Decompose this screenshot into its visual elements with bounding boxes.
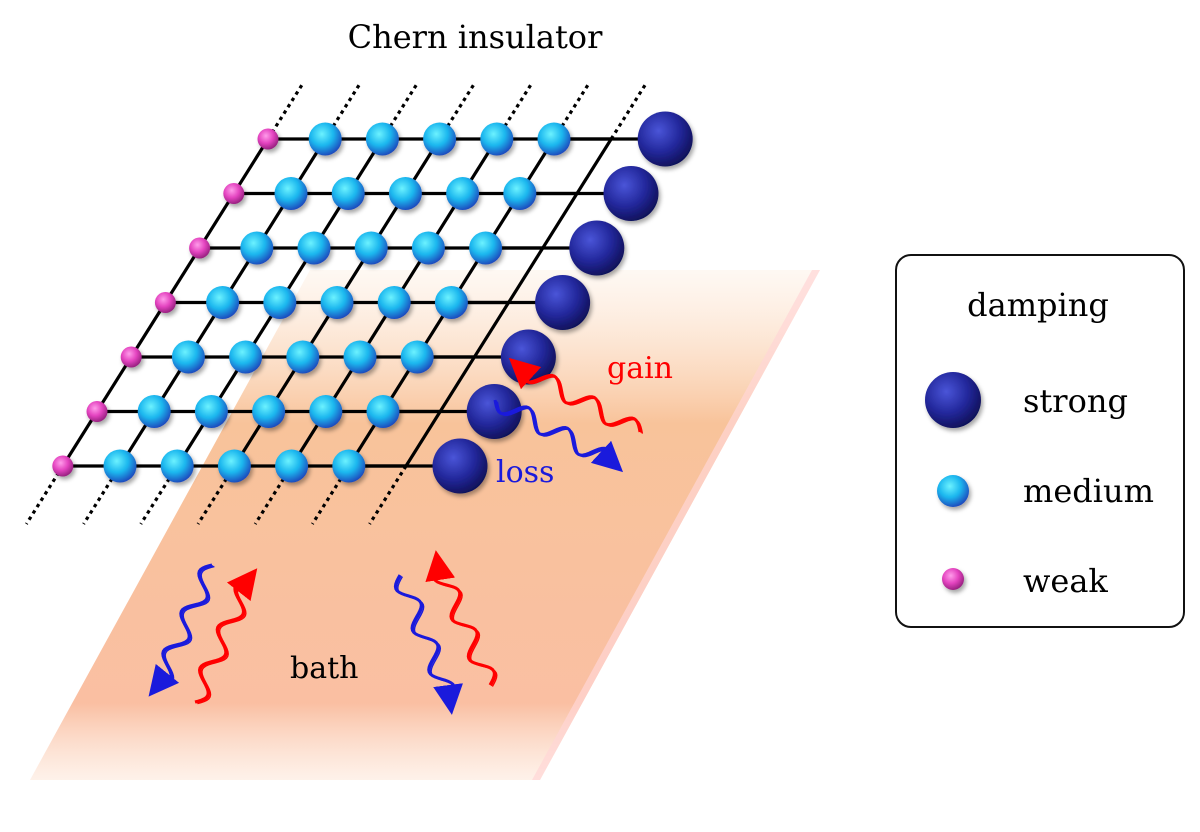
site-medium	[400, 340, 434, 374]
site-strong	[569, 220, 625, 276]
site-weak	[154, 292, 176, 313]
gain-loss-arrows	[148, 357, 644, 715]
loss-arrow	[493, 399, 624, 473]
site-medium	[366, 395, 400, 428]
site-medium	[331, 177, 365, 210]
site-medium	[217, 449, 251, 483]
site-medium	[423, 122, 457, 156]
legend-medium-label: medium	[1023, 472, 1154, 510]
site-medium	[320, 286, 354, 319]
site-medium	[103, 449, 137, 483]
site-medium	[537, 122, 571, 156]
site-strong	[637, 111, 693, 167]
loss-arrow	[397, 576, 458, 702]
site-medium	[309, 395, 343, 428]
loss-label: loss	[496, 455, 554, 490]
legend-strong-label: strong	[1023, 382, 1128, 420]
site-medium	[240, 231, 274, 265]
site-medium	[388, 177, 422, 210]
site-medium	[275, 449, 309, 483]
legend-title: damping	[967, 286, 1109, 324]
site-strong	[432, 438, 488, 494]
dashed-extension	[266, 83, 304, 140]
legend-medium-marker	[936, 474, 969, 507]
site-weak	[120, 346, 142, 368]
site-weak	[86, 401, 108, 422]
gain-arrow	[435, 566, 498, 687]
site-medium	[365, 122, 399, 156]
site-strong	[535, 275, 591, 330]
gain-arrow	[521, 369, 644, 434]
site-medium	[171, 340, 205, 374]
loss-arrow	[159, 565, 215, 688]
site-strong	[466, 384, 522, 439]
site-weak	[189, 237, 211, 259]
site-medium	[469, 231, 503, 265]
site-medium	[194, 395, 228, 428]
site-medium	[160, 449, 194, 483]
site-medium	[229, 340, 263, 374]
site-medium	[252, 395, 286, 428]
diagram-title: Chern insulator	[348, 18, 603, 56]
site-weak	[257, 128, 279, 150]
site-strong	[603, 166, 659, 221]
bath-label: bath	[290, 651, 358, 686]
loss-arrow	[496, 401, 615, 465]
site-weak	[223, 183, 245, 204]
gain-label: gain	[607, 351, 673, 386]
loss-arrow	[495, 400, 614, 464]
site-medium	[137, 395, 171, 428]
legend-weak-marker	[941, 567, 964, 590]
site-medium	[446, 177, 480, 210]
gain-arrow	[197, 581, 251, 705]
damping-legend: damping strong medium weak	[895, 254, 1185, 628]
gain-arrow	[520, 368, 642, 433]
site-medium	[503, 177, 537, 210]
legend-strong-marker	[924, 371, 981, 428]
site-medium	[434, 286, 468, 319]
site-weak	[52, 455, 74, 477]
gain-arrow	[508, 357, 642, 433]
site-medium	[206, 286, 240, 319]
lattice-sites	[52, 111, 693, 494]
site-medium	[263, 286, 297, 319]
dashed-extension	[609, 83, 648, 140]
site-medium	[286, 340, 320, 374]
site-medium	[297, 231, 331, 265]
site-medium	[480, 122, 514, 156]
site-medium	[377, 286, 411, 319]
site-medium	[343, 340, 377, 374]
site-medium	[332, 449, 366, 483]
site-medium	[308, 122, 342, 156]
legend-weak-label: weak	[1023, 562, 1108, 600]
site-medium	[411, 231, 445, 265]
site-medium	[274, 177, 308, 210]
site-medium	[354, 231, 388, 265]
